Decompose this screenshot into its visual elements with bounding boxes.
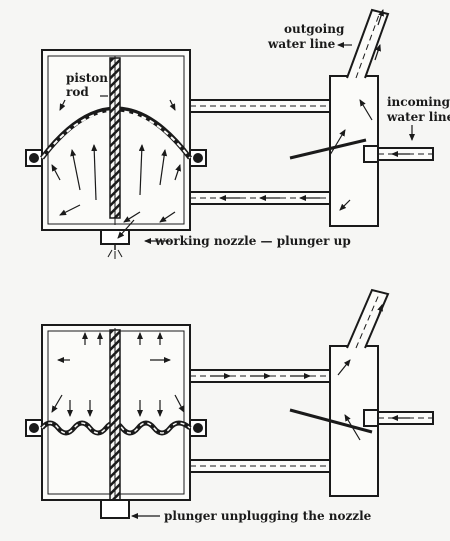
label-outgoing: outgoing	[284, 22, 345, 36]
label-incoming: incoming	[387, 95, 450, 109]
top-working-nozzle	[100, 229, 130, 245]
bottom-valve-flap	[289, 408, 373, 434]
bottom-diagram	[25, 288, 434, 519]
top-spray	[107, 249, 123, 259]
label-incoming-water-line: water line	[386, 110, 450, 124]
label-plunger-unplugging: plunger unplugging the nozzle	[164, 509, 372, 523]
label-rod: rod	[66, 85, 89, 99]
label-outgoing-water-line: water line	[267, 37, 336, 51]
top-diagram	[25, 8, 434, 259]
top-valve-flap	[289, 138, 367, 160]
label-working-nozzle: working nozzle — plunger up	[154, 234, 351, 248]
bottom-flow-arrows	[51, 332, 185, 417]
top-flow-arrows	[51, 99, 181, 239]
bottom-outgoing-pipe	[346, 288, 390, 349]
top-outgoing-pipe	[346, 8, 390, 79]
label-piston: piston	[66, 71, 108, 85]
bottom-nozzle	[100, 499, 130, 519]
